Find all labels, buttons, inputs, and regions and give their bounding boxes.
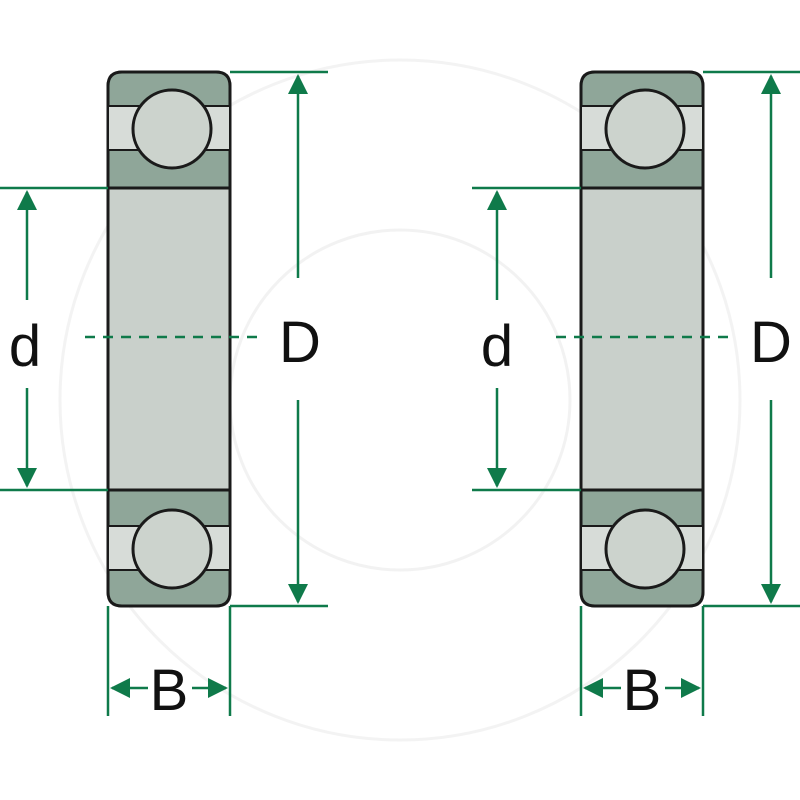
left-bottom-ring [106, 488, 232, 608]
left-width-dimension [106, 606, 232, 716]
left-top-ring [106, 70, 232, 190]
left-bore-dimension [0, 186, 108, 492]
left-bore-label: d [9, 314, 41, 379]
right-bore-label: d [481, 314, 513, 379]
right-top-ring [579, 70, 705, 190]
right-bearing: d D B [472, 70, 800, 723]
left-width-label: B [150, 658, 189, 723]
left-bearing: d D B [0, 70, 328, 723]
right-bottom-ball [604, 508, 686, 590]
right-outer-label: D [750, 310, 792, 375]
left-top-ball [131, 88, 213, 170]
right-top-ball [604, 88, 686, 170]
left-outer-dimension [230, 70, 328, 608]
right-width-label: B [623, 658, 662, 723]
left-bottom-ball [131, 508, 213, 590]
right-width-dimension [579, 606, 705, 716]
right-outer-dimension [703, 70, 800, 608]
right-bottom-ring [579, 488, 705, 608]
right-bore-dimension [472, 186, 581, 492]
left-outer-label: D [279, 310, 321, 375]
